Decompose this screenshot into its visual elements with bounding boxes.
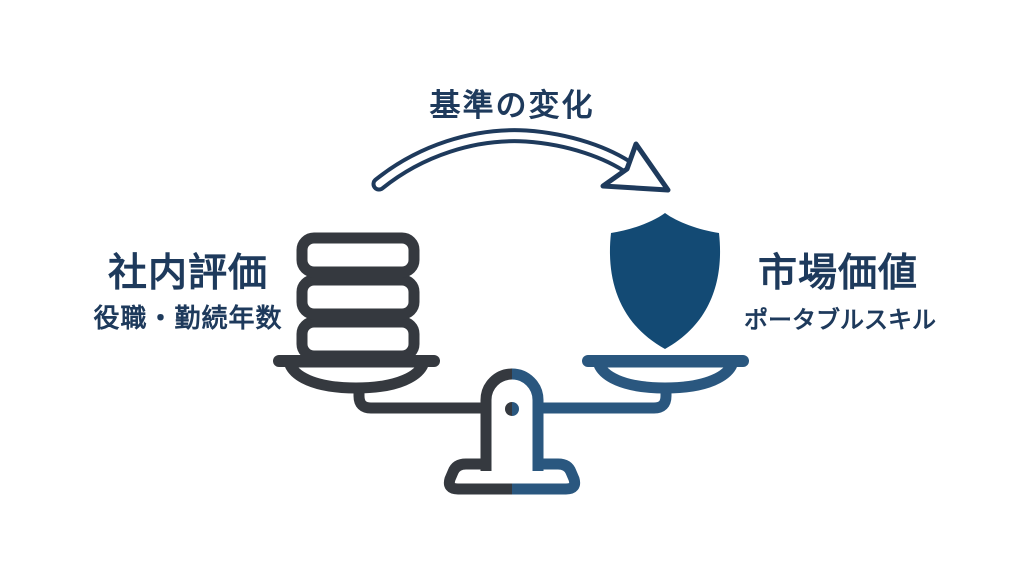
- stand-pillar-left: [480, 368, 512, 471]
- left-pan: [273, 355, 440, 394]
- right-label: 市場価値: [757, 252, 918, 295]
- pivot-dot-left: [505, 402, 512, 416]
- left-label: 社内評価: [107, 252, 268, 295]
- left-beam: [353, 380, 516, 414]
- left-sublabel: 役職・勤続年数: [93, 303, 283, 333]
- stand-pillar-right: [512, 368, 544, 471]
- diagram-title: 基準の変化: [429, 88, 595, 123]
- arrow-head: [600, 141, 671, 193]
- scale-beam: [353, 380, 672, 414]
- scale-stand: [443, 368, 581, 495]
- right-beam: [508, 380, 672, 414]
- right-pan: [582, 355, 749, 394]
- pivot-dot-right: [512, 402, 519, 416]
- change-arrow-icon: [371, 128, 671, 193]
- right-pan-bowl: [592, 356, 739, 394]
- left-pan-bowl: [283, 356, 430, 394]
- right-sublabel: ポータブルスキル: [744, 307, 936, 334]
- shield-icon: [609, 213, 721, 349]
- coin-stack-icon: [296, 232, 420, 362]
